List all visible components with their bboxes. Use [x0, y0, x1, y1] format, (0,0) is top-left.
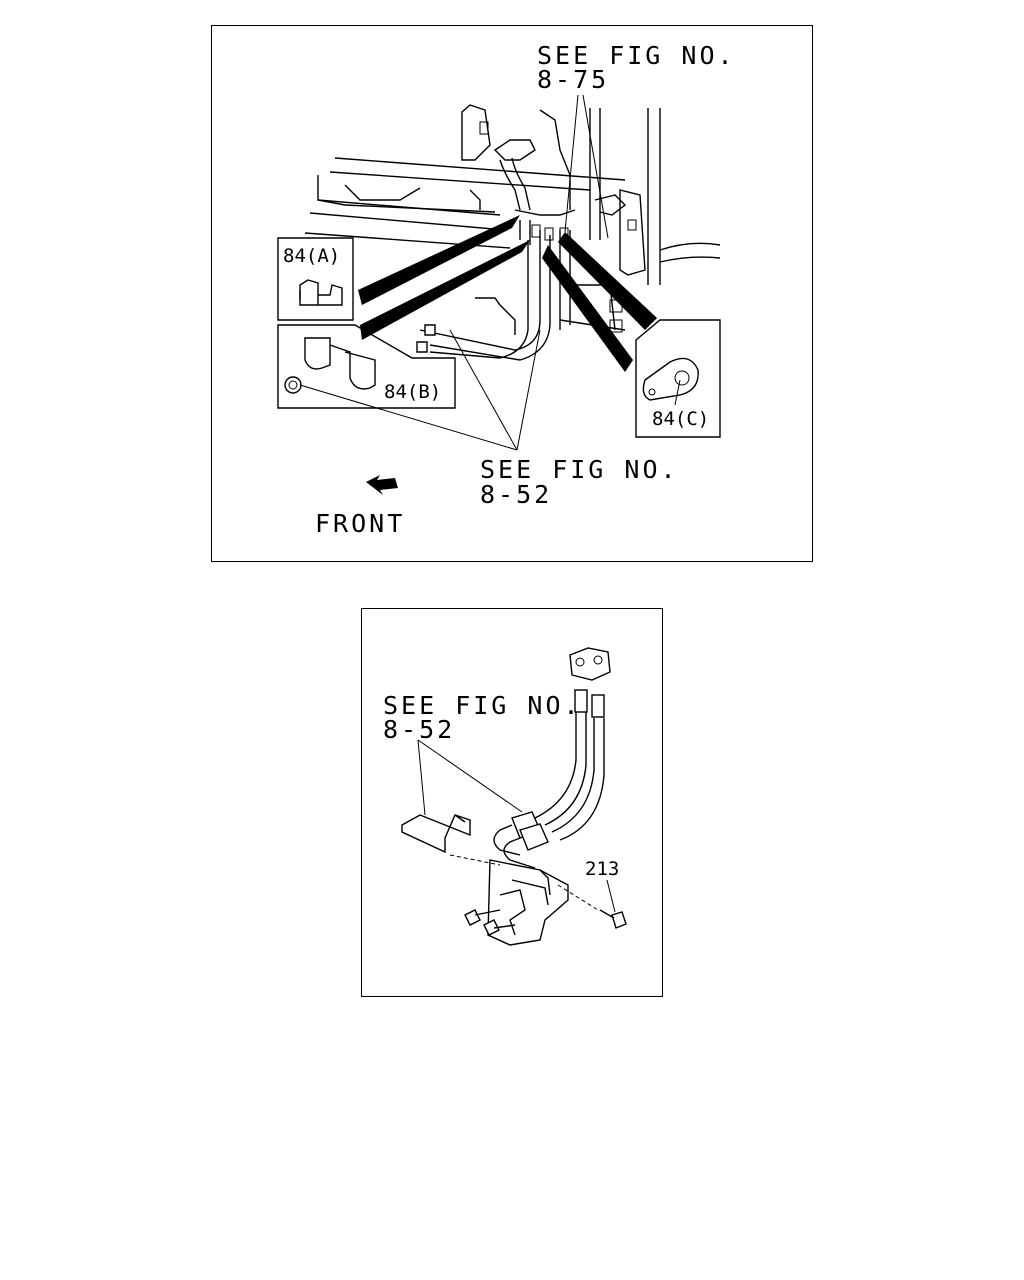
see-fig-8-75-line2: 8-75: [537, 65, 609, 94]
see-fig-8-52-line1: SEE FIG NO.: [480, 455, 679, 484]
callout-label-84b: 84(B): [384, 381, 441, 403]
bottom-cooler-block: [449, 854, 599, 946]
front-label: FRONT: [315, 509, 405, 538]
frame-rails: [304, 157, 626, 249]
detail-diagram-panel: [361, 608, 663, 997]
bottom-see-fig-line2: 8-52: [383, 715, 455, 744]
front-arrow: [366, 475, 398, 495]
callout-box-84a: [277, 237, 354, 321]
main-diagram-panel: [211, 25, 813, 562]
see-fig-8-52-line2: 8-52: [480, 480, 552, 509]
bottom-bracket: [401, 814, 471, 854]
bottom-hoses: [493, 712, 605, 869]
bottom-bolts: [464, 909, 627, 936]
callout-label-213: 213: [585, 858, 619, 880]
leader-wedges: [358, 215, 657, 372]
callout-box-84c: [635, 319, 721, 438]
callout-label-84a: 84(A): [283, 245, 340, 267]
oil-lines-top: [416, 139, 576, 361]
bottom-see-fig-line1: SEE FIG NO.: [383, 691, 582, 720]
leader-lines-top: [299, 94, 681, 451]
callout-label-84c: 84(C): [652, 408, 709, 430]
bottom-fitting: [569, 647, 611, 718]
see-fig-8-75-line1: SEE FIG NO.: [537, 41, 736, 70]
callout-box-84b: [277, 324, 456, 409]
leader-lines-bottom: [417, 739, 616, 913]
